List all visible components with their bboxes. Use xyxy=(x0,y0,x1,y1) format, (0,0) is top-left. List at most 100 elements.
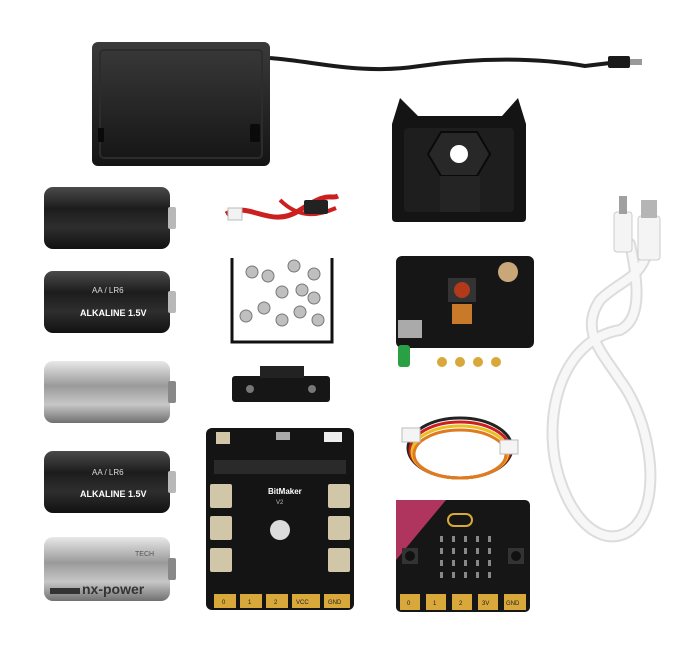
battery-holder-slot xyxy=(98,128,104,142)
mount-bracket-icon xyxy=(232,376,330,402)
pin-pad xyxy=(400,594,420,610)
battery-3 xyxy=(44,361,176,423)
battery-label: AA / LR6 xyxy=(92,468,124,477)
battery-body xyxy=(44,361,170,423)
mount-bracket xyxy=(232,366,330,402)
battery-body xyxy=(44,537,170,601)
battery-terminal xyxy=(168,207,176,229)
ribbon-cable xyxy=(452,304,472,324)
usb-port xyxy=(276,432,290,440)
coin-cell xyxy=(498,262,518,282)
grove-cable xyxy=(401,416,519,480)
battery-2: AA / LR6 ALKALINE 1.5V xyxy=(44,271,176,333)
pin-label: 2 xyxy=(274,600,278,606)
pin-label: VCC xyxy=(296,600,309,606)
expansion-pin-row: 0 1 2 VCC GND xyxy=(214,594,350,608)
battery-terminal xyxy=(168,471,176,493)
camera-module-icon xyxy=(454,282,470,298)
battery-body xyxy=(44,451,170,513)
usb-a-tip xyxy=(641,200,657,218)
usb-port xyxy=(398,320,422,338)
bracket-hole xyxy=(246,385,254,393)
battery-terminal xyxy=(168,291,176,313)
pin-pad xyxy=(266,594,288,608)
grove-connector xyxy=(401,427,421,443)
battery-holder-body xyxy=(92,42,270,166)
board-version: V2 xyxy=(276,500,284,506)
micro-usb-plug-icon xyxy=(608,56,630,68)
board-name: BitMaker xyxy=(268,487,302,496)
battery-holder xyxy=(92,42,642,166)
battery-grade: TECH xyxy=(135,551,154,558)
pin-label: 0 xyxy=(222,600,226,606)
battery-body xyxy=(44,271,170,333)
power-connector xyxy=(216,432,230,444)
button-a-cap xyxy=(405,551,415,561)
battery-stack: AA / LR6 ALKALINE 1.5V AA / LR6 ALKALINE… xyxy=(44,187,176,601)
grove-connector xyxy=(499,439,519,455)
pin-pad xyxy=(452,594,472,610)
pin-pad xyxy=(504,594,526,610)
bracket-top xyxy=(260,366,304,378)
battery-4: AA / LR6 ALKALINE 1.5V xyxy=(44,451,176,513)
module-pins xyxy=(437,357,501,367)
microbit-body xyxy=(396,500,530,612)
pin-label: 0 xyxy=(407,601,411,607)
grove-ports xyxy=(210,484,350,572)
pin-label: 1 xyxy=(433,601,437,607)
pin-label: GND xyxy=(328,600,342,606)
battery-body xyxy=(44,187,170,249)
hex-key-icon xyxy=(230,258,334,344)
jumper-wire xyxy=(224,193,340,221)
pin-pad xyxy=(426,594,446,610)
usb-cable xyxy=(546,196,661,543)
bracket-hole xyxy=(308,385,316,393)
pin-label: GND xyxy=(506,601,520,607)
screw-set-icon xyxy=(239,259,325,327)
microbit-board: 0 1 2 3V GND xyxy=(396,500,530,612)
pin-pad xyxy=(292,594,320,608)
micro-usb-tip xyxy=(630,59,642,65)
jumper-wire-icon xyxy=(224,193,340,220)
battery-grade: ALKALINE 1.5V xyxy=(80,489,147,499)
battery-holder-cable xyxy=(269,56,611,72)
usb-cable-highlight xyxy=(548,240,655,541)
battery-1 xyxy=(44,187,176,249)
micro-usb-tip xyxy=(619,196,627,214)
pin-pad xyxy=(214,594,236,608)
pin-label: 1 xyxy=(248,600,252,606)
battery-grade: ALKALINE 1.5V xyxy=(80,308,147,318)
pin-label: 2 xyxy=(459,601,463,607)
pin-pad xyxy=(478,594,498,610)
edge-connector-slot xyxy=(214,460,346,474)
green-connector xyxy=(398,345,410,367)
battery-terminal xyxy=(168,558,176,580)
battery-stripe xyxy=(50,588,80,594)
battery-holder-switch xyxy=(250,124,260,142)
camera-lens-hole xyxy=(450,145,468,163)
led-matrix xyxy=(440,536,491,578)
camera-module xyxy=(396,256,534,367)
microbit-accent xyxy=(396,500,446,560)
board-logo-icon xyxy=(270,520,290,540)
screw-set xyxy=(230,258,334,344)
camera-case-slot xyxy=(440,176,480,212)
microbit-logo-icon xyxy=(447,513,473,527)
button-b-cap xyxy=(511,551,521,561)
pin-pad xyxy=(324,594,350,608)
jumper-connector xyxy=(227,207,243,221)
grove-wire-orange xyxy=(412,428,508,480)
camera-case xyxy=(392,98,526,222)
battery-5: nx-power TECH xyxy=(44,537,176,601)
usb-a-end xyxy=(637,215,661,261)
battery-holder-lid xyxy=(99,49,263,159)
battery-terminal xyxy=(168,381,176,403)
expansion-board: BitMaker V2 0 1 2 VCC GND xyxy=(206,428,354,610)
pin-pad xyxy=(240,594,262,608)
switch xyxy=(324,432,342,442)
battery-label: nx-power xyxy=(82,581,145,597)
microbit-pin-row: 0 1 2 3V GND xyxy=(400,594,526,610)
jumper-connector-black xyxy=(304,200,328,214)
